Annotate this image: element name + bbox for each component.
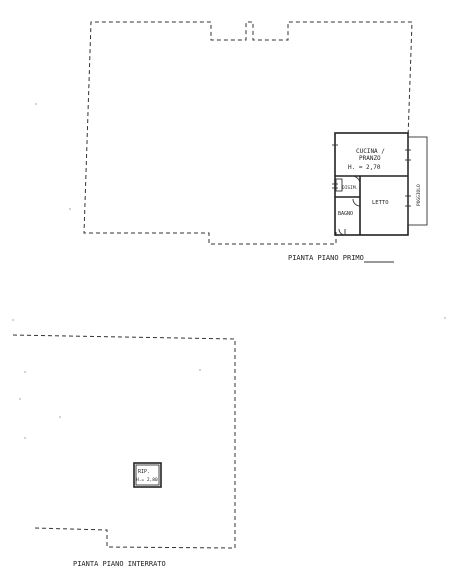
- lower-floor-plan: RIP. H.= 2,80 PIANTA PIANO INTERRATO: [12, 334, 236, 568]
- room-label-bagno: BAGNO: [338, 211, 353, 217]
- room-label-disimpegno: DISIM.: [342, 185, 358, 191]
- room-label-cucina-2: PRANZO: [359, 155, 381, 162]
- apartment-unit: [332, 132, 428, 236]
- poggiolo-balcony: [407, 136, 428, 226]
- room-label-cucina-height: H. = 2,70: [348, 164, 381, 171]
- room-label-ripostiglio: RIP.: [138, 469, 150, 475]
- room-label-poggiolo: POGGIOLO: [416, 184, 422, 206]
- lower-building-outline: [12, 334, 236, 549]
- room-label-cucina-1: CUCINA /: [356, 148, 385, 155]
- ripostiglio-room: [133, 462, 162, 488]
- room-label-letto: LETTO: [372, 200, 389, 206]
- room-label-rip-height: H.= 2,80: [136, 477, 158, 483]
- scan-specks: [12, 103, 446, 439]
- upper-plan-caption: PIANTA PIANO PRIMO: [288, 254, 364, 262]
- lower-plan-caption: PIANTA PIANO INTERRATO: [73, 560, 166, 568]
- upper-floor-plan: CUCINA / PRANZO H. = 2,70 DISIM. BAGNO L…: [83, 21, 428, 263]
